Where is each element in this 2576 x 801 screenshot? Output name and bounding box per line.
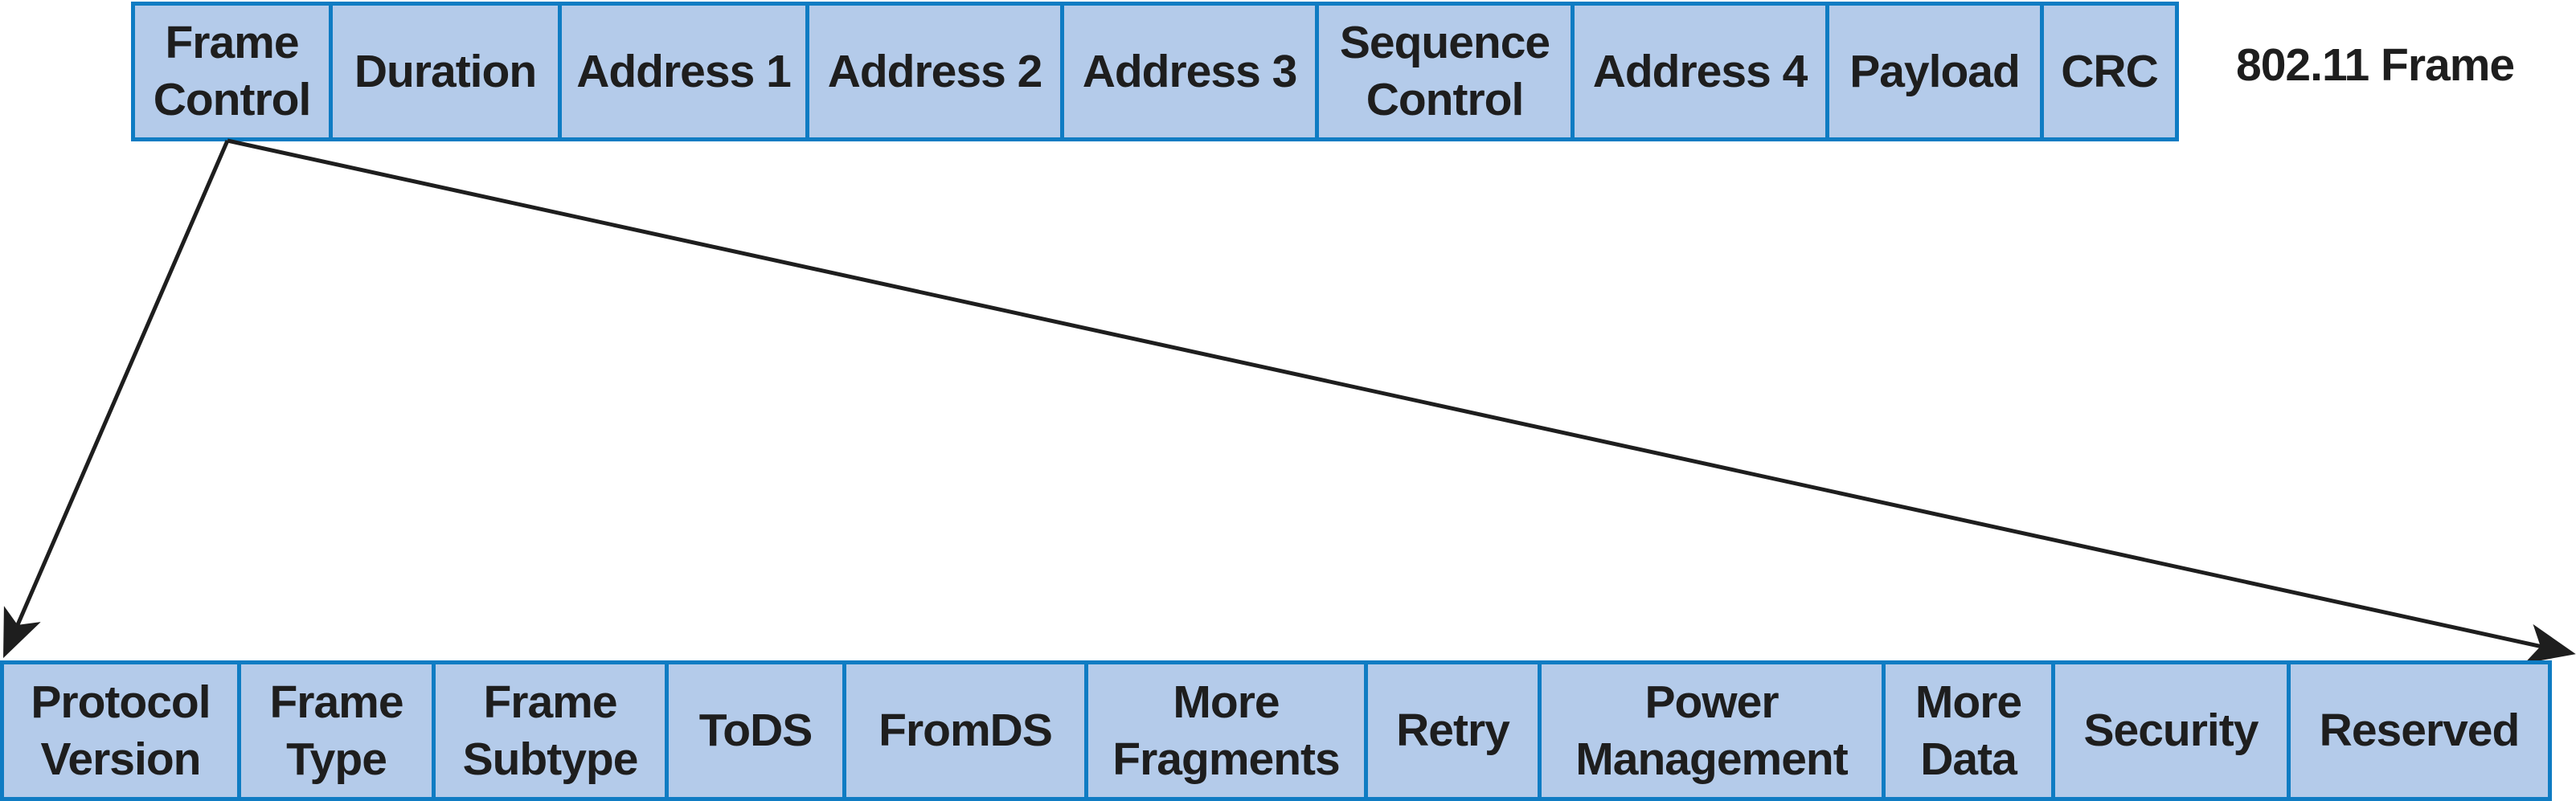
field-power-management: Power Management	[1538, 660, 1886, 801]
field-address-1: Address 1	[558, 2, 809, 141]
field-crc: CRC	[2040, 2, 2179, 141]
field-frame-type: Frame Type	[237, 660, 436, 801]
field-payload: Payload	[1825, 2, 2044, 141]
frame-fields-row: Frame Control Duration Address 1 Address…	[131, 2, 2179, 141]
field-retry: Retry	[1364, 660, 1542, 801]
field-tods: ToDS	[665, 660, 846, 801]
field-frame-control: Frame Control	[131, 2, 333, 141]
field-security: Security	[2051, 660, 2291, 801]
frame-control-subfields-row: Protocol Version Frame Type Frame Subtyp…	[0, 660, 2552, 801]
field-address-4: Address 4	[1571, 2, 1829, 141]
arrow-right	[227, 138, 2576, 664]
field-address-2: Address 2	[805, 2, 1064, 141]
field-fromds: FromDS	[842, 660, 1088, 801]
field-more-fragments: More Fragments	[1084, 660, 1368, 801]
frame-label: 802.11 Frame	[2236, 39, 2515, 91]
field-more-data: More Data	[1882, 660, 2055, 801]
field-frame-subtype: Frame Subtype	[432, 660, 669, 801]
field-protocol-version: Protocol Version	[0, 660, 241, 801]
field-duration: Duration	[329, 2, 562, 141]
field-reserved: Reserved	[2287, 660, 2552, 801]
field-sequence-control: Sequence Control	[1315, 2, 1575, 141]
arrow-left	[3, 140, 230, 659]
field-address-3: Address 3	[1060, 2, 1319, 141]
